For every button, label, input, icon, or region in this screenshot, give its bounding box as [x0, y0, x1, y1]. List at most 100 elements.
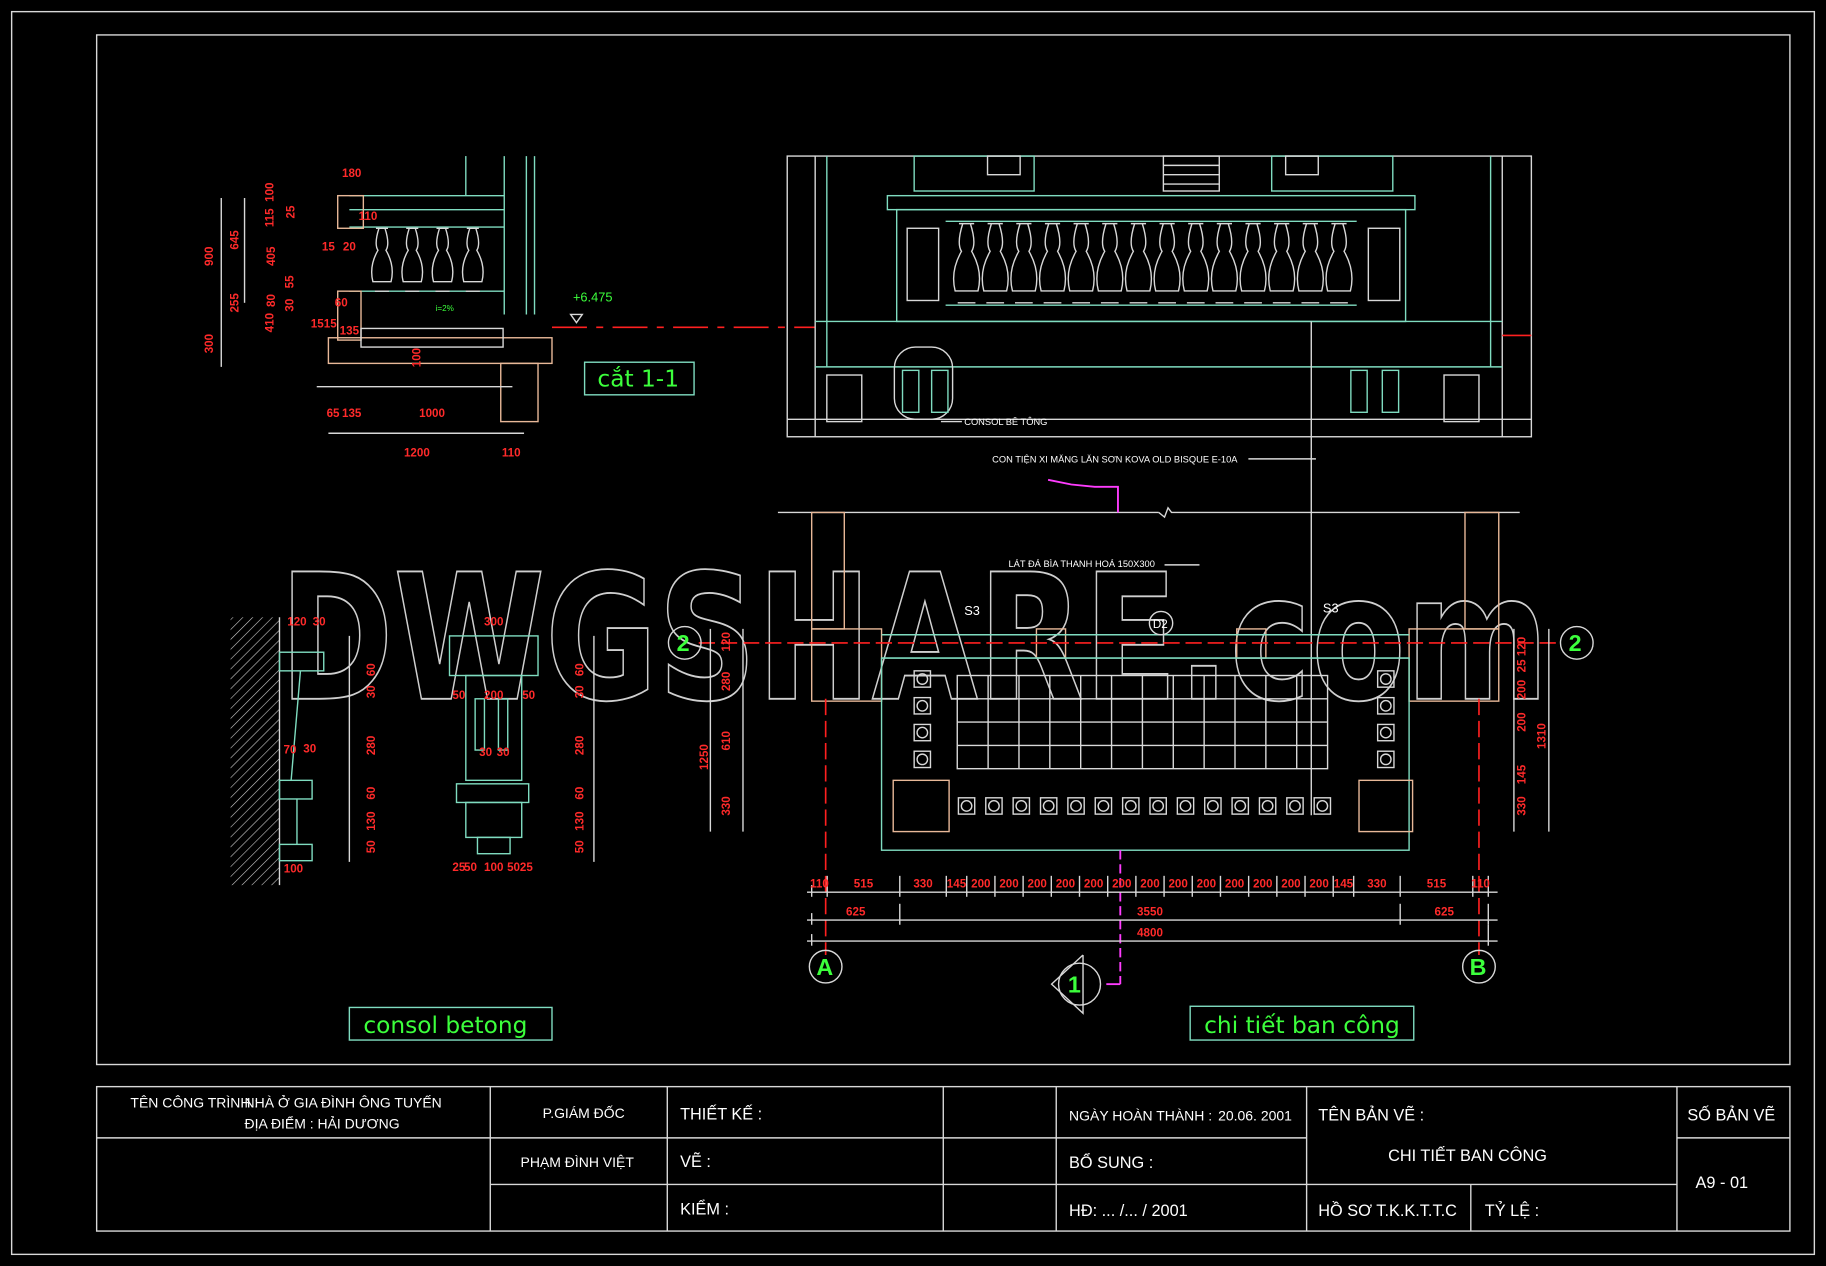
section-dimension: 255 [229, 293, 242, 313]
drawing-frame [95, 34, 1791, 1066]
plan-dimension: 120 [720, 632, 733, 651]
baluster [1042, 800, 1055, 812]
section-dimension: 300 [203, 334, 216, 353]
drawing-name: CHI TIẾT BAN CÔNG [1388, 1146, 1547, 1165]
plan-dimension: 200 [1225, 877, 1244, 890]
plan-dimension: 200 [1028, 877, 1047, 890]
consol-dimension: 50 [573, 840, 586, 853]
project-label: TÊN CÔNG TRÌNH : [130, 1095, 258, 1111]
baluster [1379, 753, 1392, 766]
section-title-box [583, 361, 695, 396]
baluster [916, 673, 929, 685]
baluster [1316, 800, 1329, 812]
baluster [916, 726, 929, 739]
section-dimension: 20 [343, 240, 356, 253]
section-dimension: 15 [322, 240, 335, 253]
baluster [1010, 222, 1038, 304]
section-dimension: 900 [203, 247, 216, 266]
tag-d2: D2 [1153, 618, 1168, 631]
project-name: NHÀ Ở GIA ĐÌNH ÔNG TUYẾN [245, 1094, 442, 1111]
baluster [1124, 800, 1137, 812]
consol-dimension: 100 [484, 861, 503, 874]
plan-dimension: 110 [1471, 877, 1490, 890]
section-dimension: 135 [342, 407, 362, 420]
baluster [371, 227, 393, 292]
baluster [1097, 800, 1110, 812]
consol-title: consol betong [363, 1012, 527, 1039]
plan-dimension: 145 [1334, 877, 1354, 890]
section-level: +6.475 [573, 290, 612, 305]
baluster [1182, 222, 1210, 304]
section-dimension: 110 [359, 210, 378, 223]
plan-dimension: 200 [971, 877, 990, 890]
plan-dimension: 200 [1253, 877, 1272, 890]
balcony-title: chi tiết ban công [1204, 1012, 1400, 1039]
note-consol: CONSOL BÊ TÔNG [964, 417, 1047, 427]
plan-dimension: 330 [913, 877, 932, 890]
baluster [987, 800, 1000, 812]
consol-dimension: 25 [520, 861, 533, 874]
section-dimension: 80 [265, 294, 278, 307]
baluster [1379, 726, 1392, 739]
baluster [1261, 800, 1274, 812]
baluster [1296, 222, 1324, 304]
baluster [1234, 800, 1247, 812]
tag-s3-right: S3 [1323, 601, 1339, 616]
consol-dimension: 50 [522, 689, 535, 702]
director-role: P.GIÁM ĐỐC [543, 1104, 625, 1121]
consol-dimension: 30 [573, 685, 586, 698]
section-dimension: 60 [335, 296, 348, 309]
consol-dimension: 60 [573, 787, 586, 800]
plan-dimension: 200 [1168, 877, 1187, 890]
consol-dimension: 100 [284, 862, 303, 875]
plan-dimension: 1250 [698, 744, 711, 770]
baluster [461, 227, 484, 292]
section-dimension: 180 [342, 167, 361, 180]
plan-dimension: 330 [1367, 877, 1386, 890]
baluster [1268, 222, 1296, 304]
plan-dimension: 25 120 [1516, 637, 1529, 673]
baluster [431, 227, 454, 292]
section-dimension: 1515 [311, 317, 337, 330]
baluster [1152, 800, 1165, 812]
consol-dimension: 30 [479, 746, 492, 759]
baluster [916, 753, 929, 766]
plan-dimension: 610 [720, 731, 733, 750]
section-dimension: 100 [410, 348, 423, 367]
consol-title-box [348, 1006, 553, 1041]
baluster [1325, 222, 1353, 304]
grid-bubble-2-left: 2 [677, 630, 690, 656]
contract-number: HĐ: ... /... / 2001 [1069, 1202, 1188, 1220]
plan-dimension: 200 [1516, 712, 1529, 731]
consol-dimension: 30 [497, 746, 510, 759]
completion-date: 20.06. 2001 [1218, 1107, 1292, 1123]
tag-s3-left: S3 [964, 603, 980, 618]
plan-dimension: 200 [1309, 877, 1328, 890]
plan-dimension: 330 [720, 796, 733, 815]
consol-dimension: 50 [464, 861, 477, 874]
plan-dimension: 200 [1112, 877, 1131, 890]
grid-bubble-2-right: 2 [1569, 630, 1582, 656]
note-baluster: CON TIỆN XI MĂNG LĂN SƠN KOVA OLD BISQUE… [992, 454, 1238, 464]
section-dimension: 100 [264, 182, 277, 201]
baluster [1015, 800, 1028, 812]
plan-dimension: 625 [1435, 905, 1455, 918]
plan-dimension: 1310 [1535, 723, 1548, 749]
section-title: cắt 1-1 [597, 366, 679, 393]
baluster [952, 222, 981, 304]
consol-dimension: 25 [452, 861, 465, 874]
plan-dimension: 515 [1427, 877, 1447, 890]
section-dimension: 110 [502, 447, 521, 460]
plan-dimension: 4800 [1137, 926, 1163, 939]
consol-dimension: 280 [365, 736, 378, 755]
baluster [960, 800, 973, 812]
supplement-label: BỔ SUNG : [1069, 1153, 1153, 1172]
plan-dimension: 515 [854, 877, 874, 890]
baluster [1096, 222, 1124, 304]
baluster [401, 227, 424, 292]
plan-dimension: 200 [1056, 877, 1075, 890]
consol-dimension: 50 [365, 840, 378, 853]
